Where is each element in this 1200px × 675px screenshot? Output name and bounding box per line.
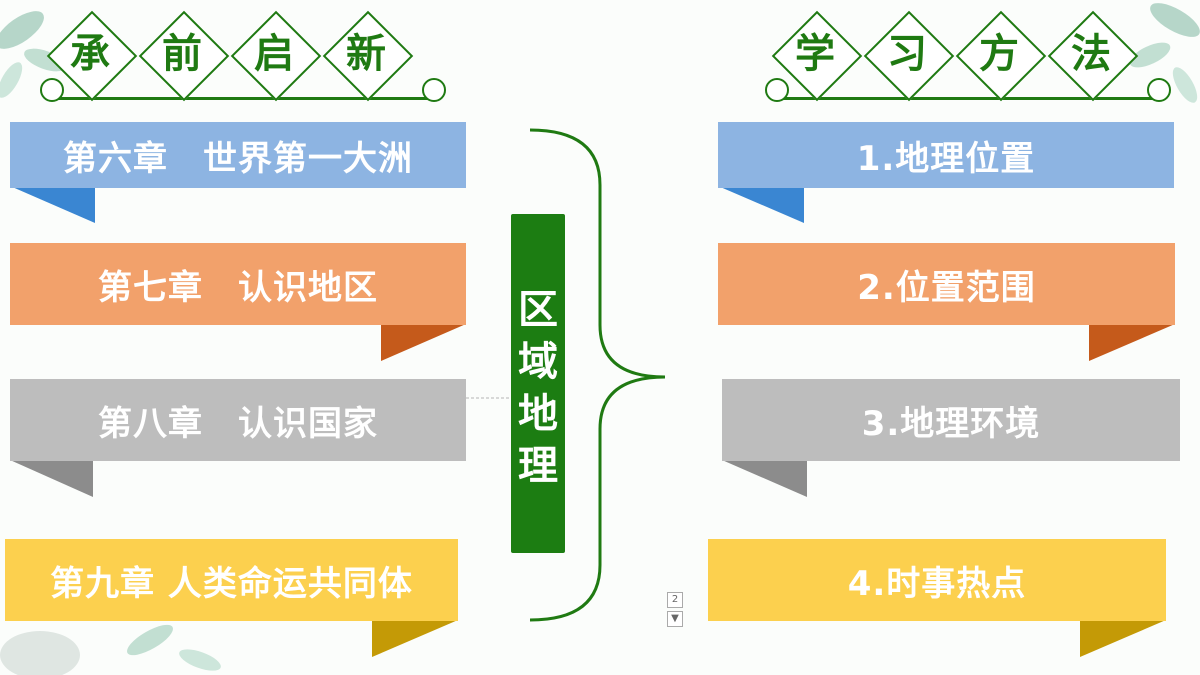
title-underline (780, 97, 1160, 100)
title-char: 习 (887, 31, 927, 77)
method-1-fold (718, 186, 804, 223)
method-3-label: 3.地理环境 (861, 403, 1041, 444)
title-end-circle-right (422, 78, 446, 102)
title-char: 新 (346, 31, 386, 77)
chapter-2-label: 第七章 认识地区 (98, 267, 378, 308)
right-title-banner: 学 习 方 法 (765, 10, 1175, 105)
chapter-3-fold (10, 460, 93, 497)
chapter-2-ribbon: 第七章 认识地区 (10, 243, 466, 325)
chapter-3-ribbon: 第八章 认识国家 (10, 379, 466, 461)
chapter-1-fold (10, 186, 95, 223)
title-char: 启 (254, 31, 294, 77)
chapter-4-ribbon: 第九章 人类命运共同体 (5, 539, 458, 621)
resize-handle[interactable]: 2 (667, 592, 683, 608)
connector-dashed-line (466, 397, 512, 399)
leaf-decoration-top-right (1129, 3, 1200, 103)
center-char: 地 (518, 391, 558, 437)
center-char: 理 (518, 443, 558, 489)
title-end-circle-left (40, 78, 64, 102)
chapter-2-fold (381, 324, 466, 361)
filter-handle[interactable]: ▼ (667, 611, 683, 627)
left-title-banner: 承 前 启 新 (40, 10, 450, 105)
title-char: 承 (70, 31, 110, 77)
chapter-1-ribbon: 第六章 世界第一大洲 (10, 122, 466, 188)
region-geography-box: 区 域 地 理 (511, 214, 565, 553)
method-2-fold (1089, 324, 1175, 361)
method-4-ribbon: 4.时事热点 (708, 539, 1166, 621)
center-char: 区 (518, 287, 558, 333)
center-char: 域 (518, 339, 558, 385)
method-3-ribbon: 3.地理环境 (722, 379, 1180, 461)
chapter-1-label: 第六章 世界第一大洲 (63, 138, 413, 179)
chapter-4-label: 第九章 人类命运共同体 (50, 563, 413, 604)
method-2-ribbon: 2.位置范围 (718, 243, 1175, 325)
chapter-3-label: 第八章 认识国家 (98, 403, 378, 444)
curly-brace (529, 128, 666, 622)
method-1-ribbon: 1.地理位置 (718, 122, 1174, 188)
method-3-fold (722, 460, 807, 497)
leaf-decoration-bottom-left (0, 624, 221, 675)
title-end-circle-left (765, 78, 789, 102)
method-4-label: 4.时事热点 (847, 563, 1027, 604)
title-char: 学 (795, 31, 835, 77)
method-1-label: 1.地理位置 (856, 138, 1036, 179)
title-end-circle-right (1147, 78, 1171, 102)
chapter-4-fold (372, 620, 458, 657)
method-2-label: 2.位置范围 (857, 267, 1036, 308)
title-char: 前 (162, 31, 202, 77)
title-underline (55, 97, 435, 100)
method-4-fold (1080, 620, 1166, 657)
title-char: 方 (979, 31, 1019, 77)
title-char: 法 (1071, 31, 1111, 77)
